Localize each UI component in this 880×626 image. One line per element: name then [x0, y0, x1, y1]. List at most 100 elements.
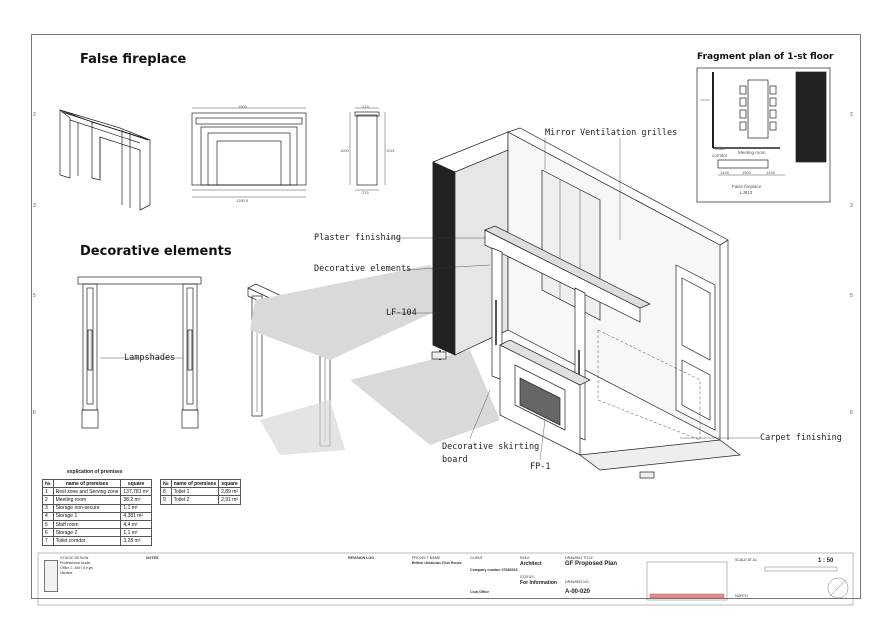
title-block-frame	[37, 552, 854, 606]
scale: 1 : 50	[818, 558, 834, 564]
dim-total: 1390.5	[236, 198, 249, 203]
label-skirting-2: board	[442, 455, 468, 465]
fireplace-front	[191, 107, 307, 198]
plan-dim-3: 1445	[766, 170, 775, 175]
drawing-no: A-00-020	[565, 589, 591, 595]
cell: 6	[42, 528, 54, 538]
cell: Meeting room	[52, 495, 122, 505]
dim-top: 215	[362, 104, 369, 109]
cell: 137,781 m²	[120, 487, 152, 497]
cell: 38,2 m²	[120, 495, 152, 505]
dim-height: 1000	[340, 148, 349, 153]
label-decorative: Decorative elements	[314, 264, 412, 274]
company-line-1: STUDIO DESIGN	[60, 556, 89, 560]
cell: 8	[160, 487, 172, 497]
company-line-2: Professional studio	[60, 561, 91, 565]
cell: 7	[42, 536, 54, 546]
cell: Toilet 1	[170, 487, 220, 497]
label-lf104: LF-104	[386, 308, 417, 318]
decorative-front	[77, 276, 202, 429]
drawing-title-label: DRAWING TITLE	[565, 556, 593, 560]
col-name: name of premises	[52, 478, 122, 489]
cell: 3,28 m²	[120, 536, 152, 546]
cell: Storage non-secure	[52, 503, 122, 513]
grid-number: 5	[850, 293, 853, 299]
cell: Staff room	[52, 519, 122, 530]
leader-lines	[125, 138, 760, 461]
col-square: square	[120, 478, 152, 489]
dim-depth: 276	[362, 190, 369, 195]
cell: 9	[160, 495, 172, 505]
cell: 2,91 m²	[218, 495, 242, 505]
label-carpet: Carpet finishing	[760, 433, 842, 443]
plan-false-fp-code: LJ913	[740, 190, 753, 195]
cell: Rest zone and Serving zone	[52, 487, 122, 497]
company-line-3: Office 2, 456 / 8 Kyiv	[60, 566, 94, 570]
cell: Storage 1	[52, 511, 122, 521]
scale-label: SCALE AT A1	[735, 558, 758, 562]
label-plaster: Plaster finishing	[314, 233, 401, 243]
col-square: square	[218, 478, 242, 489]
label-skirting-1: Decorative skirting	[442, 442, 540, 452]
north-label: NORTH	[735, 594, 748, 598]
role: Architect	[520, 561, 542, 567]
grid-number: 6	[850, 410, 853, 416]
revisions-title: REVISION LOG	[348, 556, 374, 560]
grid-number: 3	[850, 203, 853, 209]
grid-number: 5	[33, 293, 36, 299]
title-decorative-elements: Decorative elements	[80, 244, 232, 259]
col-no: №	[42, 478, 54, 489]
fireplace-isometric	[59, 109, 151, 211]
main-isometric	[431, 127, 741, 479]
cell: 1,1 m²	[120, 503, 152, 513]
cell: 2	[42, 495, 54, 505]
fireplace-side	[349, 107, 386, 191]
client: Company number 07686515	[470, 568, 518, 572]
plan-meeting: Meeting room	[738, 150, 766, 155]
cell: 4,4 m²	[120, 519, 152, 530]
cell: 1	[42, 487, 54, 497]
cell: 4	[42, 511, 54, 521]
cell: 2,89 m²	[218, 487, 242, 497]
client-label: CLIENT	[470, 556, 483, 560]
col-no: №	[160, 478, 172, 489]
cell: 4,381 m²	[120, 511, 152, 521]
plan-false-fp: False fireplace	[732, 184, 762, 189]
plan-dim-2: 1503	[742, 170, 751, 175]
notes-title: NOTES	[146, 556, 159, 560]
shadow-areas	[250, 265, 500, 455]
cell: 3	[42, 503, 54, 513]
grid-number: 2	[850, 112, 853, 118]
cell: Toilet corridor	[52, 536, 122, 546]
status-label: STATUS	[520, 575, 534, 579]
title-false-fireplace: False fireplace	[80, 52, 187, 67]
dim-side: 1021	[386, 148, 395, 153]
col-name: name of premises	[170, 478, 220, 489]
cell: 5	[42, 519, 54, 530]
plan-toilet: Toilet	[714, 146, 725, 151]
plan-dim-1: 1445	[720, 170, 729, 175]
role-label: ROLE	[520, 556, 530, 560]
label-lampshades: Lampshades	[124, 353, 176, 363]
status: For Information	[520, 580, 557, 586]
title-fragment-plan: Fragment plan of 1-st floor	[697, 52, 834, 62]
company-line-4: Ukraine	[60, 571, 73, 575]
fragment-plan	[696, 67, 831, 203]
label-fp1: FP-1	[530, 462, 551, 472]
label-ventilation: Ventilation grilles	[580, 128, 678, 138]
date-label: Club Office	[470, 590, 490, 594]
grid-number: 3	[33, 203, 36, 209]
project-name: British Ukrainian Club House	[412, 561, 462, 565]
logo-image	[44, 560, 58, 592]
